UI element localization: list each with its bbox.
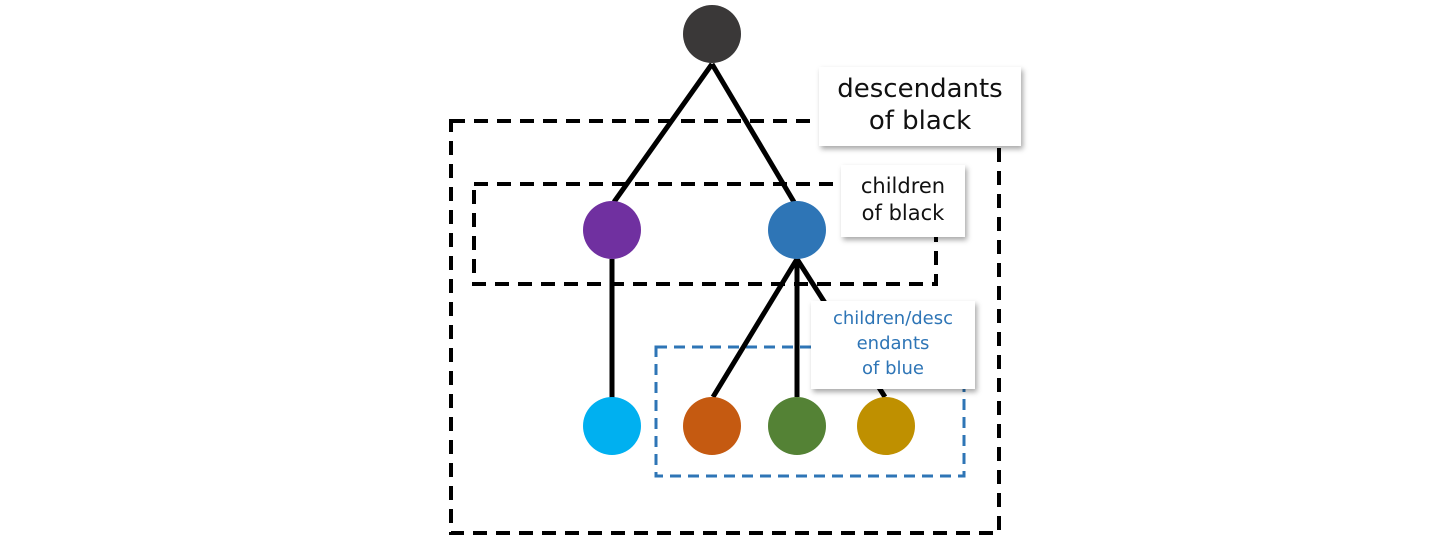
label-line: of blue	[862, 358, 924, 379]
descendants-of-black-label: descendants of black	[819, 67, 1021, 146]
label-line: endants	[856, 333, 930, 354]
gold-node	[857, 397, 915, 455]
edge-blue-orange	[710, 257, 800, 399]
children-descendants-of-blue-box	[654, 345, 966, 478]
label-line: children	[860, 174, 946, 198]
descendants-of-black-box	[449, 119, 1001, 535]
purple-node	[583, 201, 641, 259]
orange-node	[683, 397, 741, 455]
label-line: of black	[861, 201, 945, 225]
label-line: descendants	[837, 74, 1003, 104]
black-node	[683, 5, 741, 63]
green-node	[768, 397, 826, 455]
edge-black-purple	[611, 62, 715, 204]
children-descendants-of-blue-label: children/desc endants of blue	[811, 301, 975, 389]
blue-node	[768, 201, 826, 259]
label-line: of black	[868, 106, 972, 136]
light-blue-node	[583, 397, 641, 455]
children-of-black-label: children of black	[841, 165, 965, 237]
label-line: children/desc	[832, 308, 954, 329]
edge-black-blue	[709, 62, 797, 204]
